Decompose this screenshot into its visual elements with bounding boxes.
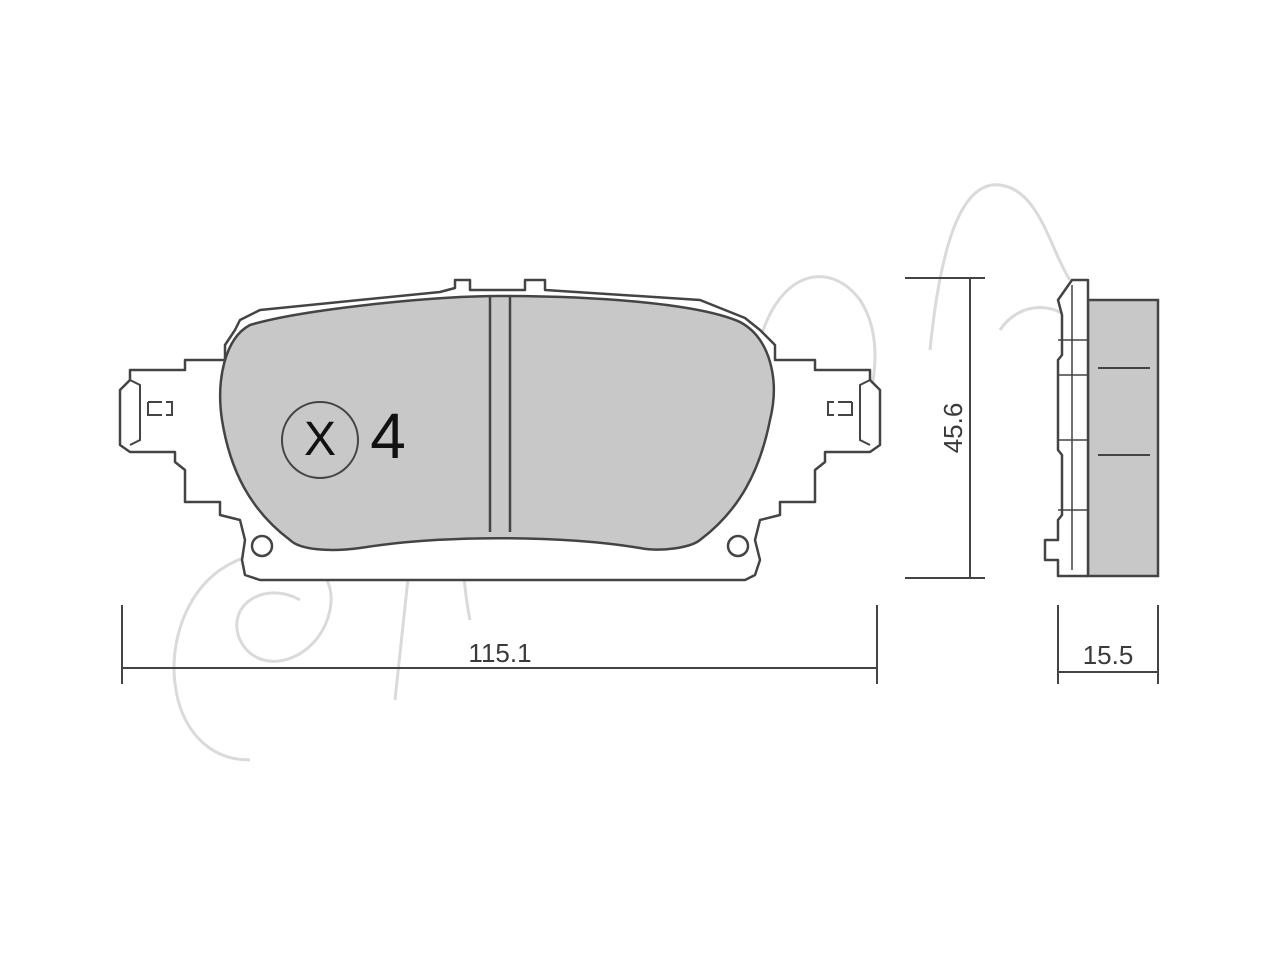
left-clip [147,401,173,416]
left-mounting-hole [250,534,274,558]
right-clip [827,401,853,416]
quantity-symbol: X [304,413,336,466]
quantity-circle [281,401,359,479]
left-lug [129,379,141,446]
quantity-value: 4 [370,400,406,472]
dimension-height [905,277,985,579]
right-lug [859,379,871,446]
dimension-length-label: 115.1 [468,638,531,668]
brake-pad-side-view [1043,278,1160,578]
right-mounting-hole [726,534,750,558]
side-backing-plate [1043,278,1090,578]
dimension-length [121,605,878,684]
side-friction-block [1086,298,1160,578]
dimension-height-label: 45.6 [938,403,968,454]
dimension-thickness [1057,605,1159,684]
brake-pad-front-view [118,278,882,582]
friction-material [218,294,775,552]
quantity-mark: X 4 [281,400,406,479]
dimension-thickness-label: 15.5 [1083,640,1134,670]
